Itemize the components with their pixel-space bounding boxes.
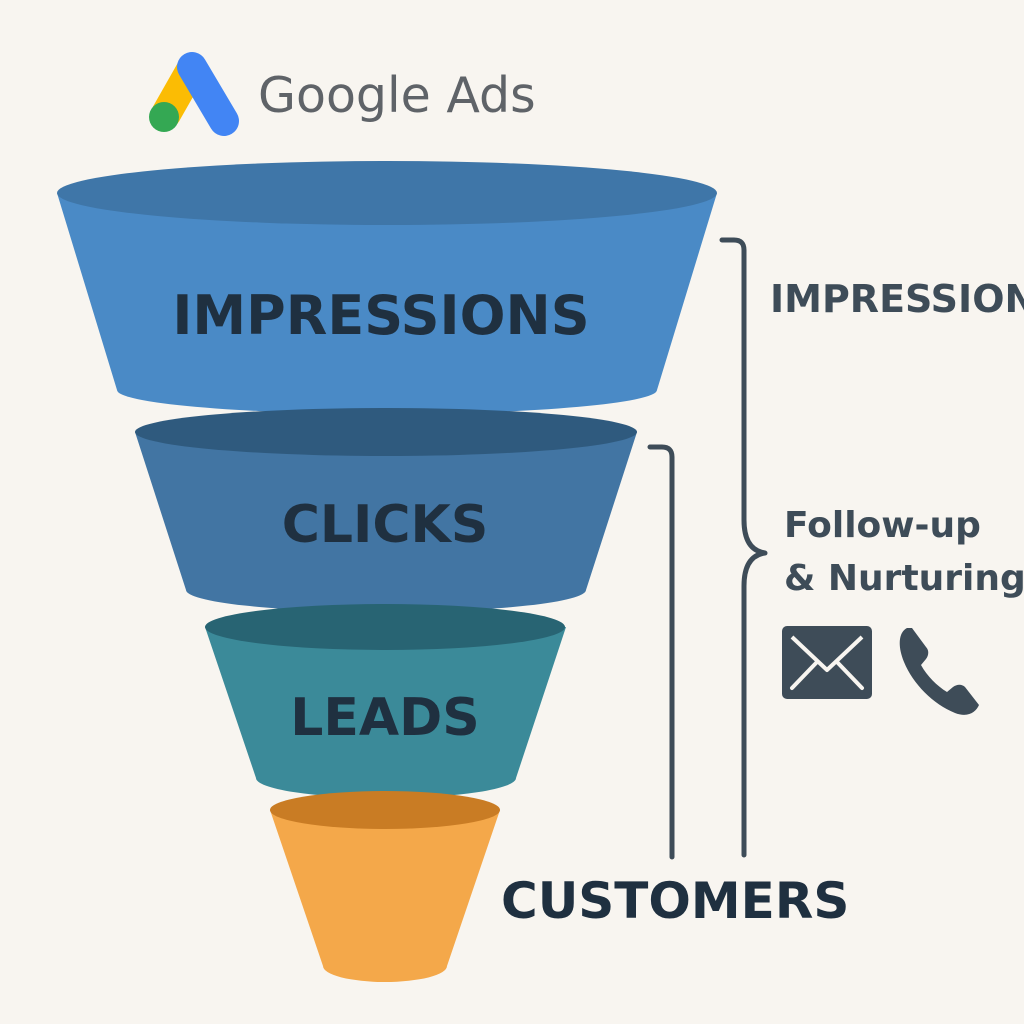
funnel-label-clicks: CLICKS [282,495,489,555]
phone-icon [899,628,979,715]
envelope-icon [782,626,872,699]
brand-name: Google Ads [258,67,536,124]
google-ads-logo [149,52,239,136]
follow-up-label-line1: Follow-up [784,505,981,546]
funnel-stage-clicks: CLICKS [135,408,637,612]
funnel-label-impressions: IMPRESSIONS [172,284,589,347]
funnel-stage-customers [270,791,500,982]
follow-up-label-line2: & Nurturing [784,558,1024,599]
outer-bracket [719,237,768,858]
inner-bracket [647,444,675,860]
funnel-label-leads: LEADS [290,688,480,748]
funnel-stage-leads: LEADS [205,604,566,798]
bracket-label-impressions: IMPRESSIONS [770,277,1024,321]
funnel-stage-impressions: IMPRESSIONS [57,161,717,414]
customers-label: CUSTOMERS [501,872,849,930]
